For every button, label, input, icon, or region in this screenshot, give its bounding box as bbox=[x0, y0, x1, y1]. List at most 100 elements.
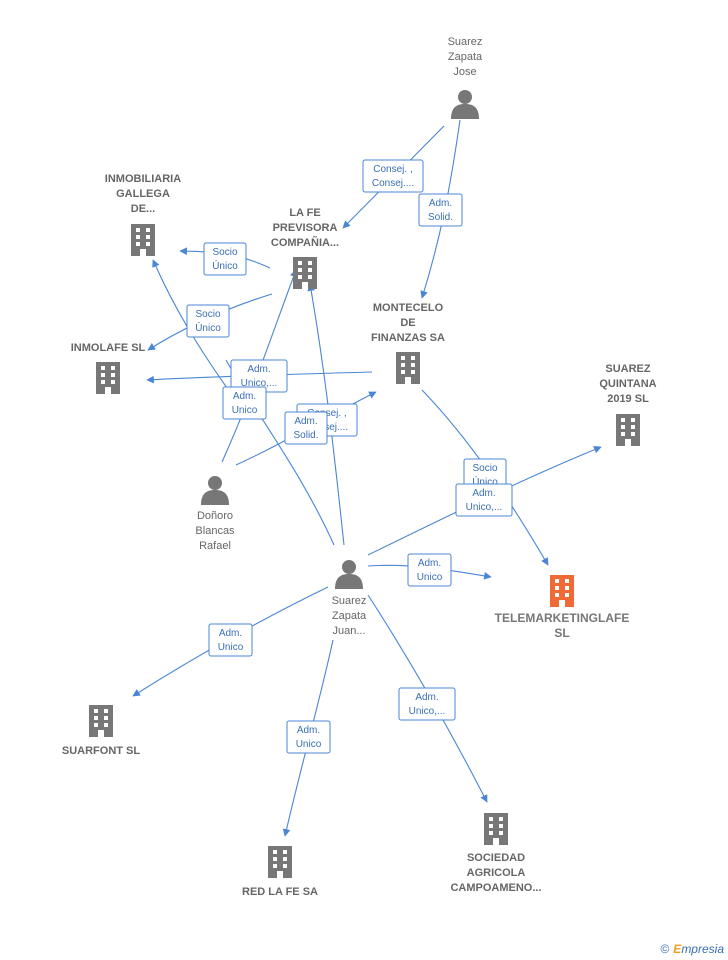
edge-label-box bbox=[398, 687, 456, 721]
node-label: Zapata bbox=[332, 610, 367, 622]
edge-label-text: Unico bbox=[218, 642, 244, 653]
node-label: TELEMARKETINGLAFE bbox=[495, 611, 630, 625]
edge-label-text: Unico,... bbox=[466, 502, 503, 513]
brand-initial: E bbox=[673, 942, 682, 956]
node-label: QUINTANA bbox=[599, 378, 656, 390]
edge-label-text: Único bbox=[212, 259, 238, 272]
node-label: MONTECELO bbox=[373, 302, 444, 314]
edge-label-e5[interactable]: Adm. Unico,... bbox=[230, 359, 288, 393]
building-icon bbox=[550, 575, 574, 607]
edge-label-box bbox=[407, 553, 452, 587]
edge-label-text: Adm. bbox=[247, 364, 270, 375]
edge-label-e11[interactable]: Adm. Unico bbox=[407, 553, 452, 587]
node-label: SUAREZ bbox=[605, 363, 651, 375]
edge-label-text: Adm. bbox=[415, 692, 438, 703]
node-label: DE... bbox=[131, 203, 155, 215]
edge-label-text: Unico bbox=[232, 405, 258, 416]
node-label: Juan... bbox=[332, 625, 365, 637]
edge-label-box bbox=[222, 386, 267, 420]
copyright-symbol: © bbox=[660, 942, 670, 956]
edge-label-text: Unico,... bbox=[409, 706, 446, 717]
edge-label-text: Consej.... bbox=[372, 178, 414, 189]
building-icon bbox=[268, 846, 292, 878]
edge-label-e14[interactable]: Adm. Unico,... bbox=[398, 687, 456, 721]
node-lafe[interactable]: LA FEPREVISORACOMPAÑIA... bbox=[271, 207, 339, 289]
building-icon bbox=[293, 257, 317, 289]
edge-label-e13[interactable]: Adm.Unico bbox=[286, 720, 331, 754]
building-icon bbox=[96, 362, 120, 394]
edge-layer bbox=[132, 119, 602, 837]
edge-label-box bbox=[203, 242, 247, 276]
empresia-watermark[interactable]: ©Empresia bbox=[660, 942, 724, 956]
node-label: Zapata bbox=[448, 51, 483, 63]
node-label: Rafael bbox=[199, 540, 231, 552]
node-label: FINANZAS SA bbox=[371, 332, 445, 344]
edge-label-box bbox=[362, 159, 424, 193]
edge-label-text: Adm. bbox=[418, 558, 441, 569]
node-label: 2019 SL bbox=[607, 393, 649, 405]
edge-label-box bbox=[284, 411, 328, 445]
edge-label-text: Adm. bbox=[219, 628, 242, 639]
node-montecelo[interactable]: MONTECELO DE FINANZAS SA bbox=[371, 302, 445, 384]
node-label: SL bbox=[554, 626, 569, 640]
edge-label-box bbox=[208, 623, 253, 657]
node-label: GALLEGA bbox=[116, 188, 170, 200]
node-label: SUARFONT SL bbox=[62, 745, 141, 757]
node-sz_juan[interactable]: SuarezZapataJuan... bbox=[332, 560, 367, 637]
edge-label-text: Solid. bbox=[428, 212, 453, 223]
edge-label-text: Consej. , bbox=[373, 164, 412, 175]
edge-label-e6[interactable]: Adm. Unico bbox=[222, 386, 267, 420]
building-icon bbox=[131, 224, 155, 256]
node-quintana[interactable]: SUAREZ QUINTANA 2019 SL bbox=[599, 363, 657, 446]
building-icon bbox=[616, 414, 640, 446]
edge-label-e8[interactable]: Adm.Solid. bbox=[284, 411, 328, 445]
edge-label-text: Único bbox=[195, 321, 221, 334]
edge-label-text: Adm. bbox=[233, 391, 256, 402]
edge-label-text: Adm. bbox=[472, 488, 495, 499]
node-label: Doñoro bbox=[197, 510, 233, 522]
node-label: Suarez bbox=[448, 36, 483, 48]
node-label: AGRICOLA bbox=[467, 867, 526, 879]
node-label: RED LA FE SA bbox=[242, 886, 318, 898]
edge-label-box bbox=[418, 193, 463, 227]
edge-label-e2[interactable]: Adm. Solid. bbox=[418, 193, 463, 227]
edge-label-text: Unico,... bbox=[241, 378, 278, 389]
node-sociedad[interactable]: SOCIEDAD AGRICOLA CAMPOAMENO... bbox=[450, 813, 542, 894]
edge-label-text: Adm. bbox=[297, 725, 320, 736]
edge-label-layer: Consej. ,Consej....Adm.Solid.SocioÚnicoS… bbox=[186, 159, 513, 754]
node-inmolafe[interactable]: INMOLAFE SL bbox=[71, 342, 146, 394]
edge-label-box bbox=[286, 720, 331, 754]
person-icon bbox=[451, 90, 479, 119]
edge-label-e12[interactable]: Adm. Unico bbox=[208, 623, 253, 657]
node-label: LA FE bbox=[289, 207, 320, 219]
node-label: INMOLAFE SL bbox=[71, 342, 146, 354]
edge-label-box bbox=[186, 304, 230, 338]
node-label: Blancas bbox=[195, 525, 235, 537]
edge-label-text: Unico bbox=[417, 572, 443, 583]
edge-label-e1[interactable]: Consej. , Consej.... bbox=[362, 159, 424, 193]
node-label: SOCIEDAD bbox=[467, 852, 525, 864]
node-suarfont[interactable]: SUARFONT SL bbox=[62, 705, 141, 757]
building-icon bbox=[396, 352, 420, 384]
edge-label-text: Solid. bbox=[293, 430, 318, 441]
edge-label-text: Socio bbox=[212, 247, 237, 258]
node-label: Suarez bbox=[332, 595, 367, 607]
edge-label-text: Adm. bbox=[429, 198, 452, 209]
building-icon bbox=[484, 813, 508, 845]
node-layer: SuarezZapataJoseINMOBILIARIAGALLEGADE...… bbox=[62, 36, 657, 898]
node-label: DE bbox=[400, 317, 415, 329]
node-label: COMPAÑIA... bbox=[271, 236, 339, 249]
edge-label-e10[interactable]: Adm. Unico,... bbox=[455, 483, 513, 517]
person-icon bbox=[201, 476, 229, 505]
edge-label-box bbox=[455, 483, 513, 517]
node-label: CAMPOAMENO... bbox=[450, 882, 541, 894]
node-inmobiliaria[interactable]: INMOBILIARIAGALLEGADE... bbox=[105, 173, 181, 256]
person-icon bbox=[335, 560, 363, 589]
node-redlafe[interactable]: RED LA FE SA bbox=[242, 846, 318, 898]
